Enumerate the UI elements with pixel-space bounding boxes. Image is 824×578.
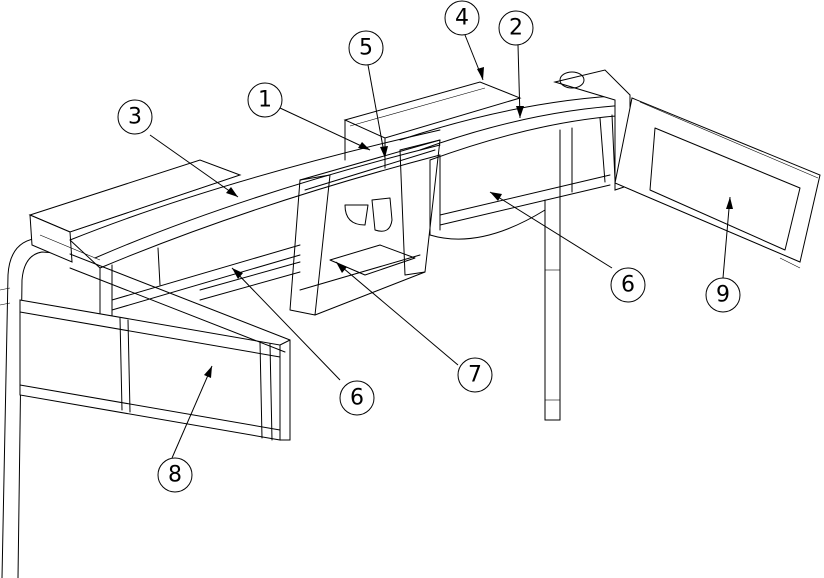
callout-6-left: 6 [340, 381, 374, 415]
callout-3: 3 [118, 100, 152, 134]
left-door-panel [20, 254, 290, 440]
callout-6-right-label: 6 [621, 273, 635, 298]
callout-7: 7 [458, 358, 492, 392]
center-box [345, 82, 520, 168]
callout-1-label: 1 [258, 88, 272, 113]
callout-4-label: 4 [455, 6, 469, 31]
callout-9: 9 [706, 278, 740, 312]
left-end-box [30, 160, 240, 262]
callout-2: 2 [499, 11, 533, 45]
callout-3-label: 3 [128, 105, 142, 130]
left-bent-pipe [0, 238, 70, 578]
callout-8-label: 8 [168, 463, 182, 488]
right-door-panel [615, 98, 820, 268]
callout-5-label: 5 [359, 36, 373, 61]
callout-7-label: 7 [468, 363, 482, 388]
center-ladder-frame [290, 140, 440, 315]
callout-8: 8 [158, 458, 192, 492]
callout-4: 4 [445, 1, 479, 35]
callout-1: 1 [248, 83, 282, 117]
callout-9-label: 9 [716, 283, 730, 308]
callout-5: 5 [349, 31, 383, 65]
right-support-post [545, 195, 560, 420]
callout-2-label: 2 [509, 16, 523, 41]
callout-6-left-label: 6 [350, 386, 364, 411]
callout-6-right: 6 [611, 268, 645, 302]
